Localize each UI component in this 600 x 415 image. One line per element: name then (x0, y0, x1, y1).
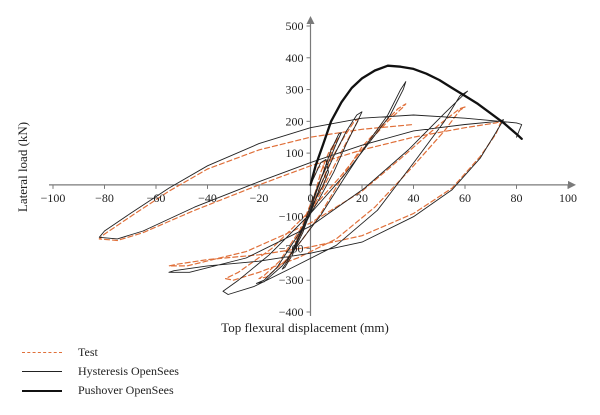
x-tick-label: 40 (408, 191, 420, 205)
y-tick-label: 500 (286, 19, 304, 33)
x-tick-label: −60 (147, 191, 166, 205)
legend-label-hysteresis: Hysteresis OpenSees (78, 364, 179, 378)
x-tick-label: 80 (511, 191, 523, 205)
series-layer (98, 64, 523, 295)
y-tick-label: −400 (279, 305, 304, 319)
legend-label-test: Test (78, 345, 98, 359)
legend-swatch-hysteresis (22, 371, 62, 372)
x-tick-label: −20 (250, 191, 269, 205)
legend-swatch-pushover (22, 389, 62, 392)
legend-item-pushover: Pushover OpenSees (22, 381, 179, 400)
x-tick-label: 20 (356, 191, 368, 205)
y-tick-label: −300 (279, 273, 304, 287)
y-tick-label: 400 (286, 51, 304, 65)
y-tick-label: −100 (279, 210, 304, 224)
y-axis-title: Lateral load (kN) (15, 122, 30, 212)
legend-item-hysteresis: Hysteresis OpenSees (22, 362, 179, 381)
y-tick-label: 100 (286, 146, 304, 160)
x-tick-label: −100 (41, 191, 66, 205)
x-tick-label: 100 (559, 191, 577, 205)
series-line-hysteresis-opensees (98, 81, 523, 295)
x-tick-label: 0 (308, 191, 314, 205)
x-tick-label: −80 (95, 191, 114, 205)
x-tick-label: −40 (198, 191, 217, 205)
axes (49, 16, 576, 316)
legend-label-pushover: Pushover OpenSees (78, 383, 174, 397)
legend: Test Hysteresis OpenSees Pushover OpenSe… (22, 343, 179, 400)
x-tick-label: 60 (459, 191, 471, 205)
x-axis-title: Top flexural displacement (mm) (221, 320, 389, 335)
y-tick-label: −200 (279, 241, 304, 255)
legend-item-test: Test (22, 343, 179, 362)
legend-swatch-test (22, 352, 62, 353)
y-tick-label: 200 (286, 114, 304, 128)
series-line-pushover-opensees (309, 64, 523, 187)
y-tick-label: 300 (286, 83, 304, 97)
